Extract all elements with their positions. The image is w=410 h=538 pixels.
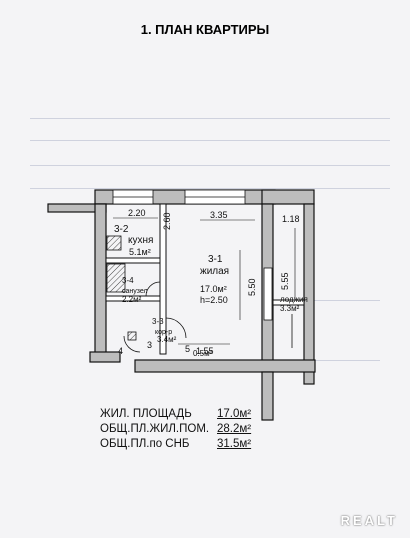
dim-kitchen-width: 2.20 <box>128 208 146 218</box>
wall-top-loggia <box>261 189 315 205</box>
partition-loggia <box>272 299 305 306</box>
page-title: 1. ПЛАН КВАРТИРЫ <box>140 22 270 37</box>
background-rule <box>300 300 380 301</box>
duct-fixture <box>127 331 137 341</box>
mark-3: 3 <box>147 340 152 350</box>
dim-kitchen-depth: 2.60 <box>162 212 172 230</box>
partition-kitchen-bath <box>105 257 161 264</box>
door-bath <box>145 281 161 297</box>
background-rule <box>30 140 390 141</box>
door-room <box>165 317 187 339</box>
room-name-corridor: кор-р <box>155 329 172 336</box>
dim-loggia-depth: 5.55 <box>280 272 290 290</box>
room-area-kitchen: 5.1м² <box>129 247 151 257</box>
total-area-label: ОБЩ.ПЛ.ЖИЛ.ПОМ. <box>100 423 210 435</box>
room-area-bath: 2.2м² <box>122 295 142 304</box>
stove-fixture <box>106 235 122 251</box>
dim-room-width: 3.35 <box>210 210 228 220</box>
wall-bottom-pier <box>261 371 274 421</box>
room-area-closet: 0.5м² <box>193 349 213 358</box>
living-area-label: ЖИЛ. ПЛОЩАДЬ <box>100 408 192 420</box>
partition-bath-corridor <box>105 295 161 302</box>
room-area-loggia: 3.3м² <box>280 304 300 313</box>
room-id-living: 3-1 <box>208 254 223 265</box>
background-rule <box>30 188 390 189</box>
snb-area-value: 31.5м² <box>217 438 252 450</box>
wall-bottom-left <box>89 351 121 363</box>
mark-5: 5 <box>185 344 190 354</box>
room-id-bath: 3-4 <box>122 276 134 285</box>
wall-loggia-right <box>303 203 315 385</box>
total-area-value: 28.2м² <box>217 423 252 435</box>
background-rule <box>30 118 390 119</box>
realt-watermark: REALT <box>340 513 398 528</box>
mark-4: 4 <box>118 346 123 356</box>
wall-bottom <box>134 359 316 373</box>
room-name-loggia: лоджия <box>280 295 308 304</box>
room-name-kitchen: кухня <box>128 235 153 246</box>
door-entrance <box>123 335 141 353</box>
room-id-kitchen: 3-2 <box>114 224 129 235</box>
room-area-corridor: 3.4м² <box>157 335 177 344</box>
room-name-bath: санузел <box>122 288 148 295</box>
room-height-living: h=2.50 <box>200 295 228 305</box>
room-area-living: 17.0м² <box>200 284 227 294</box>
loggia-window <box>263 267 273 321</box>
background-rule <box>30 165 390 166</box>
dim-corridor-width: 1.55 <box>196 346 214 356</box>
wall-left <box>94 203 107 357</box>
room-id-corridor: 3-3 <box>152 317 164 326</box>
dim-loggia-width: 1.18 <box>282 214 300 224</box>
living-area-value: 17.0м² <box>217 408 252 420</box>
room-name-living: жилая <box>200 266 229 277</box>
partition-kitchen-room <box>159 203 167 355</box>
bath-fixture <box>106 263 126 293</box>
snb-area-label: ОБЩ.ПЛ.по СНБ <box>100 438 190 450</box>
dim-room-depth: 5.50 <box>247 278 257 296</box>
background-rule <box>300 360 380 361</box>
